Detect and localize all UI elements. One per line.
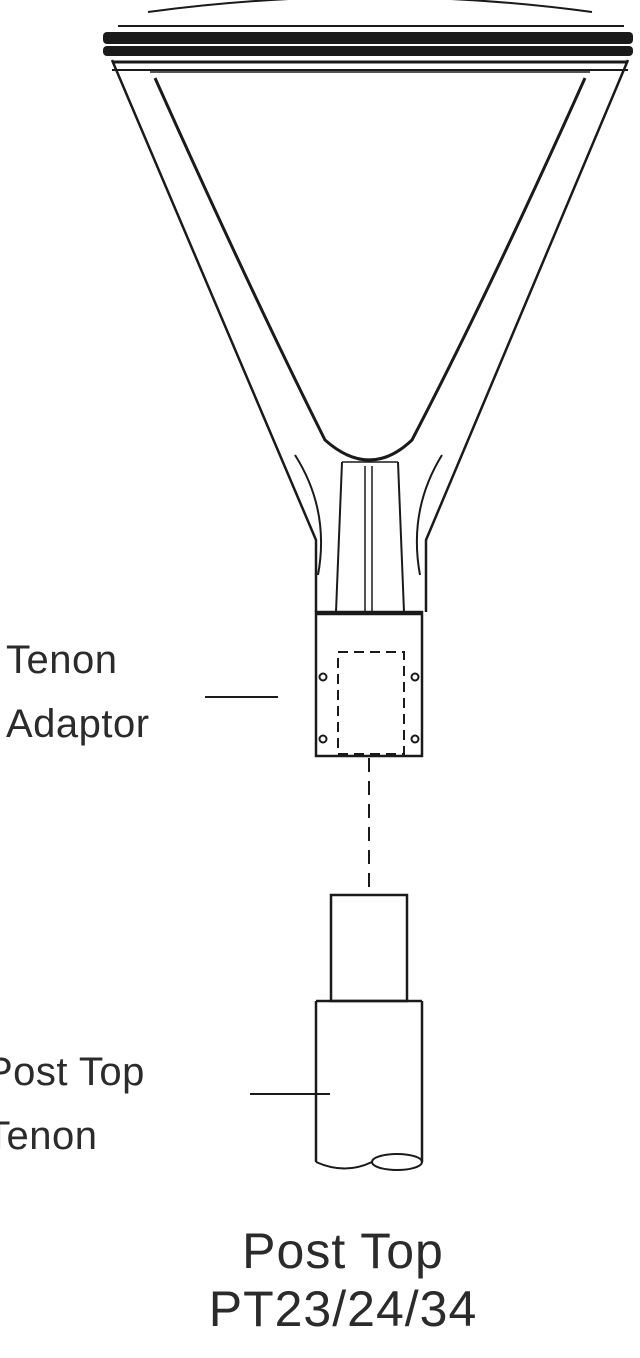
tenon-adaptor-label-line2: Adaptor: [6, 702, 150, 746]
tenon-adaptor-label-line1: Tenon: [6, 638, 118, 682]
caption-line1: Post Top: [242, 1223, 444, 1279]
post-top-tenon: [314, 893, 424, 1171]
luminaire-cone: [110, 59, 630, 613]
tenon-adaptor-label: Tenon Adaptor: [6, 628, 150, 756]
post-top-tenon-label-line1: Post Top: [0, 1050, 145, 1094]
diagram-caption: Post Top PT23/24/34: [22, 1222, 640, 1338]
tenon-adaptor: [314, 610, 424, 758]
luminaire-top-cap: [103, 0, 633, 71]
caption-line2: PT23/24/34: [208, 1281, 478, 1337]
post-top-tenon-label-line2: Tenon: [0, 1114, 98, 1158]
post-top-tenon-label: Post Top Tenon: [0, 1040, 145, 1168]
